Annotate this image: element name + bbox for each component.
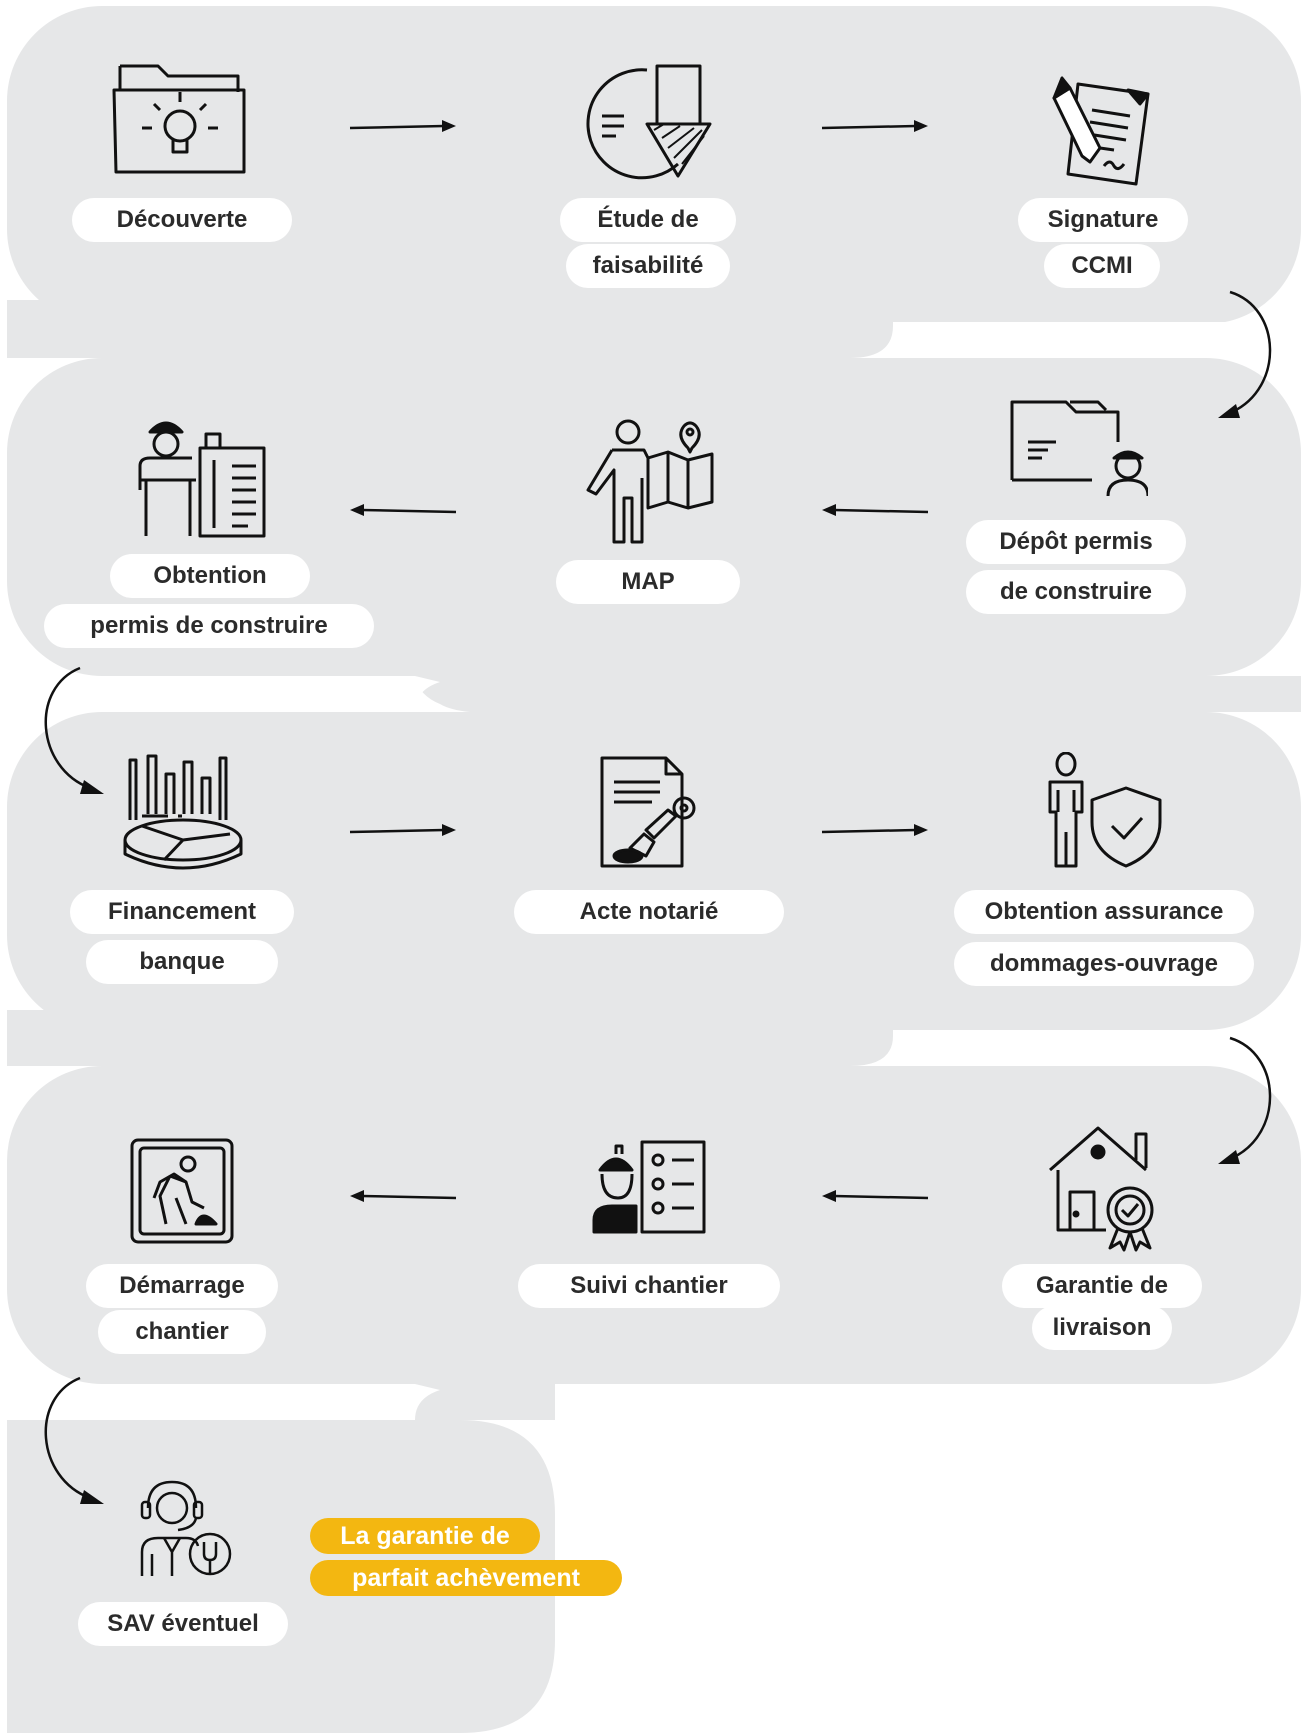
person-shield-icon — [1048, 752, 1162, 868]
step-label: Obtention assurance — [954, 890, 1254, 934]
step-label: Suivi chantier — [518, 1264, 780, 1308]
step-label: Obtention — [110, 554, 310, 598]
folder-lightbulb-icon — [112, 64, 246, 174]
arrow-left-icon — [822, 504, 929, 516]
arrow-right-icon — [821, 120, 928, 132]
step-label: banque — [86, 940, 278, 984]
step-label: CCMI — [1044, 244, 1160, 288]
curved-arrow-icon — [1218, 290, 1272, 418]
step-label: Démarrage — [86, 1264, 278, 1308]
contract-pen-icon — [1052, 76, 1150, 186]
construction-sign-icon — [130, 1138, 234, 1244]
step-label: faisabilité — [566, 244, 730, 288]
step-label: SAV éventuel — [78, 1602, 288, 1646]
step-label: permis de construire — [44, 604, 374, 648]
arrow-right-icon — [349, 824, 456, 836]
arrow-left-icon — [350, 1190, 457, 1202]
step-label: de construire — [966, 570, 1186, 614]
person-map-icon — [586, 419, 714, 544]
step-label: Signature — [1018, 198, 1188, 242]
highlight-label: parfait achèvement — [310, 1560, 622, 1596]
step-label: Découverte — [72, 198, 292, 242]
step-label: MAP — [556, 560, 740, 604]
step-label: chantier — [98, 1310, 266, 1354]
support-agent-wrench-icon — [140, 1480, 232, 1576]
highlight-label: La garantie de — [310, 1518, 540, 1554]
step-label: Garantie de — [1002, 1264, 1202, 1308]
step-label: dommages-ouvrage — [954, 942, 1254, 986]
document-stamp-icon — [600, 756, 696, 868]
step-label: livraison — [1032, 1306, 1172, 1350]
arrow-left-icon — [350, 504, 457, 516]
curved-arrow-icon — [1218, 1036, 1272, 1164]
bar-pie-chart-icon — [123, 754, 243, 870]
house-badge-icon — [1049, 1126, 1154, 1252]
folder-worker-icon — [1010, 400, 1148, 497]
step-label: Étude de — [560, 198, 736, 242]
arrow-left-icon — [822, 1190, 929, 1202]
arrow-right-icon — [821, 824, 928, 836]
step-label: Dépôt permis — [966, 520, 1186, 564]
step-label: Financement — [70, 890, 294, 934]
curved-arrow-icon — [44, 1376, 104, 1504]
worker-document-icon — [138, 421, 266, 538]
worker-checklist-icon — [592, 1140, 706, 1234]
pie-chart-icon — [586, 64, 712, 180]
curved-arrow-icon — [44, 666, 104, 794]
arrow-right-icon — [349, 120, 456, 132]
step-label: Acte notarié — [514, 890, 784, 934]
